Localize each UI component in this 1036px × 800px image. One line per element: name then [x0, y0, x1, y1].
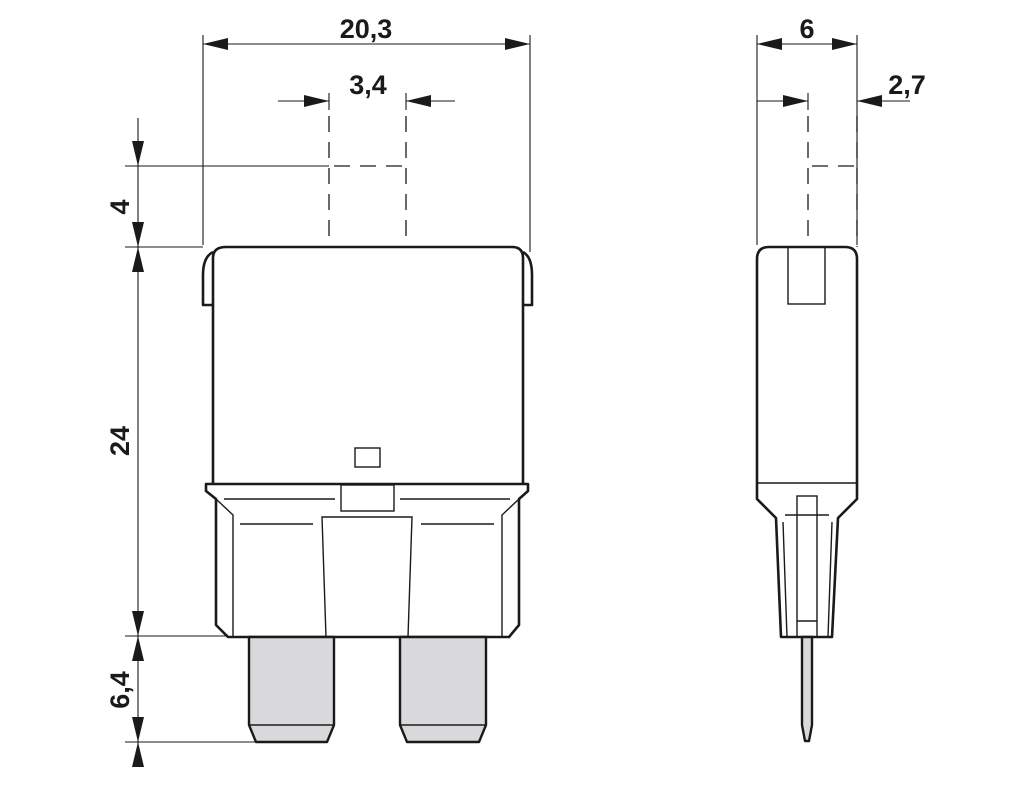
front-detail-lines: [224, 498, 510, 525]
front-collar: [204, 482, 530, 639]
side-dimensions: 6 2,7: [756, 14, 926, 247]
front-left-ear: [201, 250, 214, 307]
front-right-ear: [522, 250, 534, 307]
front-collar-inner-right: [501, 498, 520, 637]
front-left-blade: [247, 635, 336, 744]
dim-blade-length: 6,4: [105, 671, 135, 709]
side-slot: [787, 246, 826, 305]
front-right-blade: [398, 635, 488, 744]
dim-blade-protrusion: 4: [105, 199, 135, 214]
dim-overall-width: 20,3: [340, 14, 393, 44]
dim-blade-offset: 2,7: [888, 70, 926, 100]
front-dimensions: 20,3 3,4 4 24 6,4: [105, 14, 531, 767]
side-body: [755, 245, 859, 639]
side-tab-line: [785, 514, 829, 622]
front-center-tab: [340, 484, 395, 512]
dim-body-height: 24: [105, 426, 135, 456]
side-view: [755, 245, 859, 743]
side-inner-taper: [782, 521, 833, 638]
side-tab: [796, 495, 818, 638]
side-pin: [800, 635, 814, 743]
front-center-trapezoid: [321, 516, 413, 638]
front-indicator-window: [354, 447, 381, 468]
dim-blade-width: 3,4: [349, 70, 387, 100]
front-view: [201, 245, 534, 744]
dim-overall-depth: 6: [799, 14, 814, 44]
front-collar-inner-left: [215, 498, 234, 637]
front-body-upper: [211, 245, 525, 484]
